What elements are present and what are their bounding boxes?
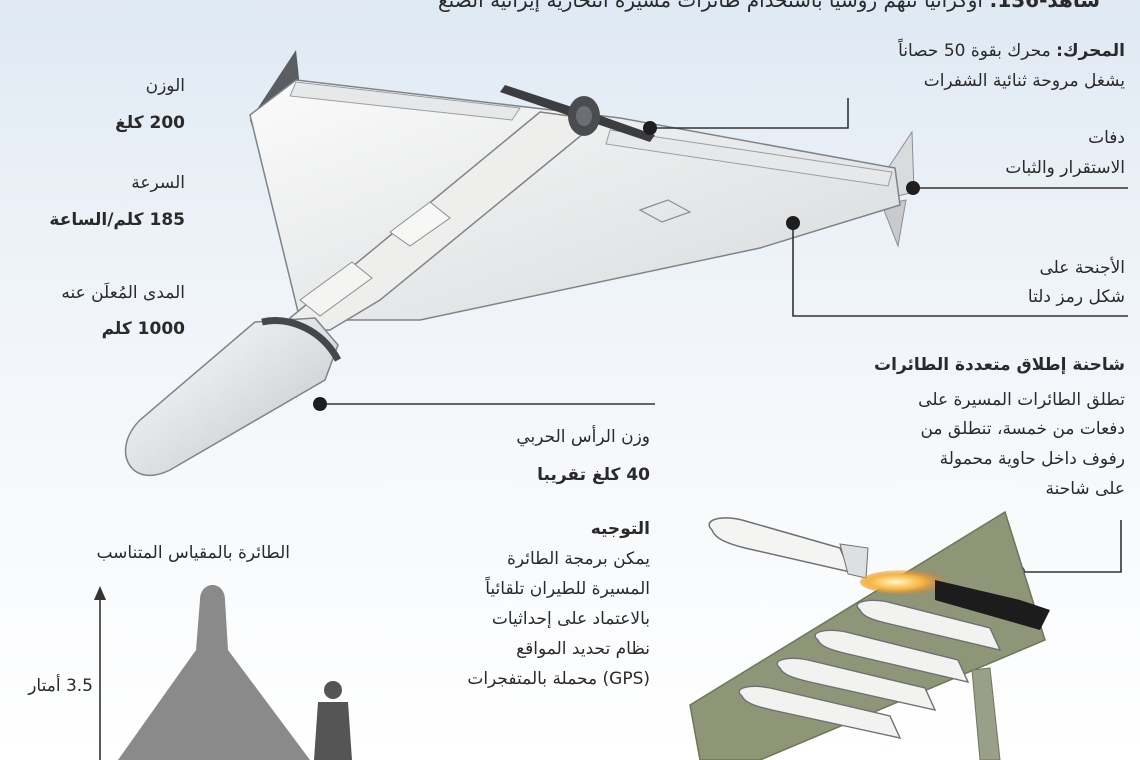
wing-aileron-left — [289, 81, 521, 121]
guidance-line5: (GPS) محملة بالمتفجرات — [467, 669, 650, 689]
exhaust-flame — [860, 570, 950, 594]
engine-desc: محرك بقوة 50 حصاناً — [898, 41, 1057, 61]
fuselage-panel-1 — [389, 201, 451, 247]
engine-label: المحرك: — [1056, 41, 1125, 61]
launcher-line3: رفوف داخل حاوية محمولة — [939, 449, 1125, 469]
nose-band — [261, 317, 342, 362]
speed-label: السرعة — [131, 173, 185, 193]
scale-title: الطائرة بالمقياس المتناسب — [96, 543, 290, 563]
speed-value: 185 كلم/الساعة — [49, 210, 185, 230]
weight-label: الوزن — [145, 76, 185, 96]
propeller-blade-2 — [585, 112, 655, 142]
guidance-line4: نظام تحديد المواقع — [516, 639, 650, 659]
launch-rail-slot — [935, 580, 1050, 630]
launcher-line1: تطلق الطائرات المسيرة على — [918, 390, 1125, 410]
warhead-label: وزن الرأس الحربي — [516, 427, 650, 447]
guidance-title: التوجيه — [590, 519, 650, 539]
guidance-line2: المسيرة للطيران تلقائياً — [485, 579, 650, 599]
launcher-mast — [971, 667, 1001, 760]
wings-label-line1: الأجنحة على — [1039, 258, 1126, 278]
person-silhouette — [314, 681, 352, 760]
launcher-illustration — [689, 510, 1050, 760]
guidance-line3: بالاعتماد على إحداثيات — [491, 609, 650, 629]
propeller-blade-1 — [500, 85, 575, 116]
range-value: 1000 كلم — [101, 319, 185, 339]
scale-height: 3.5 أمتار — [28, 676, 93, 696]
page-title: شاهد-136: أوكرانيا تتهم روسيا باستخدام ط… — [438, 0, 1100, 12]
scale-arrow-head — [94, 586, 106, 600]
range-label: المدى المُعلَن عنه — [61, 283, 185, 303]
leader-lines — [320, 98, 1128, 573]
wings-label-line2: شكل رمز دلتا — [1027, 287, 1125, 307]
nose-cone — [124, 317, 339, 477]
engine-desc-line2: يشغل مروحة ثنائية الشفرات — [923, 71, 1125, 91]
fins-label-line1: دفات — [1088, 128, 1125, 148]
launching-drone — [708, 517, 852, 574]
title-rest: أوكرانيا تتهم روسيا باستخدام طائرات مسير… — [438, 0, 990, 12]
scale-illustration — [94, 585, 352, 760]
launcher-title: شاحنة إطلاق متعددة الطائرات — [874, 355, 1125, 375]
weight-value: 200 كلغ — [115, 113, 185, 133]
stored-drones — [738, 599, 1002, 739]
launcher-line4: على شاحنة — [1045, 479, 1125, 499]
drone-silhouette — [118, 585, 310, 760]
drone-illustration — [124, 50, 915, 477]
engine-callout: المحرك: محرك بقوة 50 حصاناً — [898, 38, 1125, 65]
wing-aileron-right — [605, 129, 893, 187]
fins-label-line2: الاستقرار والثبات — [1005, 158, 1125, 178]
wing-panel — [638, 199, 692, 223]
guidance-line1: يمكن برمجة الطائرة — [506, 549, 650, 569]
fuselage-panel-2 — [299, 261, 373, 317]
title-bold: شاهد-136: — [989, 0, 1100, 12]
warhead-value: 40 كلغ تقريبا — [537, 465, 650, 485]
launcher-line2: دفعات من خمسة، تنطلق من — [920, 419, 1125, 439]
